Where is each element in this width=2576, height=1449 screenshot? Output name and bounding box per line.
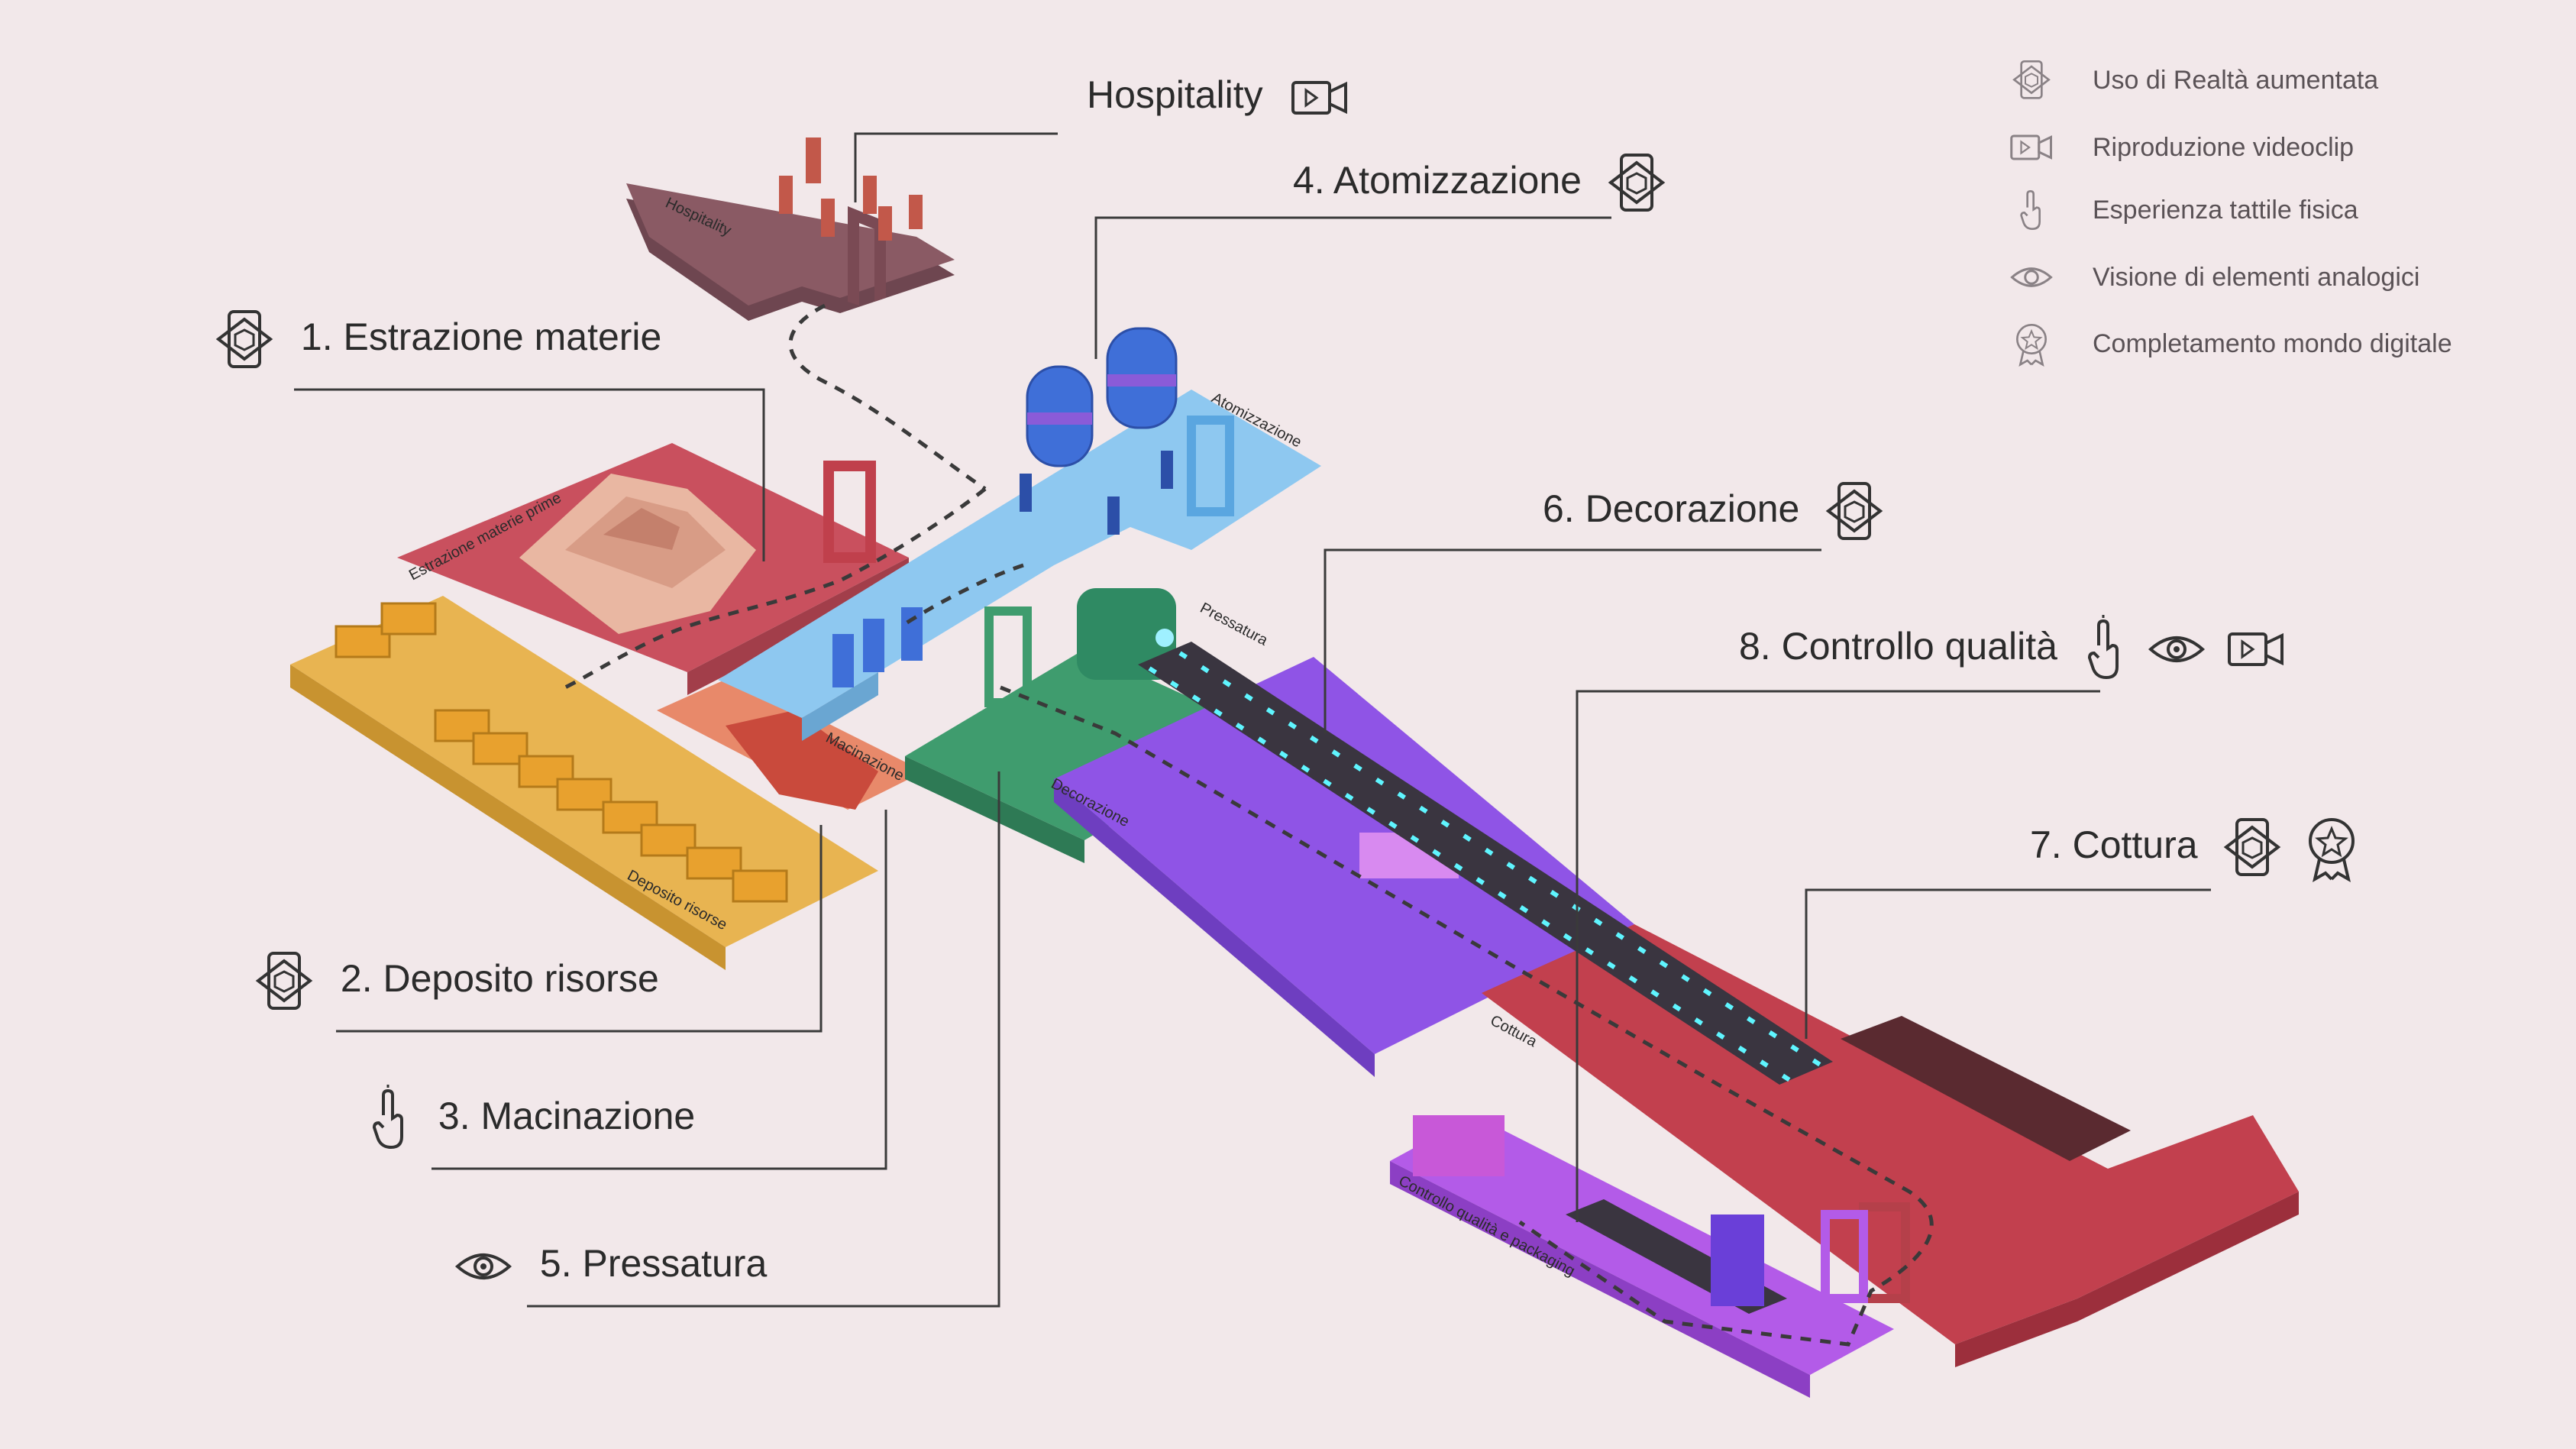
callout-pressatura: 5. Pressatura (453, 1241, 767, 1289)
hospitality-area (626, 137, 955, 321)
callout-deposito-label: 2. Deposito risorse (340, 957, 659, 1001)
ar-phone-icon (1608, 154, 1666, 212)
touch-icon (2020, 189, 2041, 231)
callout-decorazione-label: 6. Decorazione (1543, 487, 1800, 531)
legend-label: Esperienza tattile fisica (2093, 195, 2358, 225)
badge-icon (2016, 324, 2047, 367)
ar-phone-icon (2224, 818, 2281, 876)
ar-phone-icon (215, 310, 273, 368)
callout-decorazione: 6. Decorazione (1543, 477, 1885, 546)
ar-phone-icon (2012, 60, 2051, 99)
legend-item-eye: Visione di elementi analogici (2009, 254, 2419, 300)
callout-estrazione: 1. Estrazione materie (214, 306, 661, 374)
legend-label: Uso di Realtà aumentata (2093, 65, 2379, 95)
video-icon (2227, 632, 2283, 666)
leader-lines (294, 132, 2211, 1308)
touch-icon (372, 1085, 403, 1150)
visitor-path (564, 303, 1934, 1347)
ar-phone-icon (1825, 482, 1883, 540)
legend-item-ar: Uso di Realtà aumentata (2009, 57, 2378, 103)
callout-cottura: 7. Cottura (2030, 813, 2362, 883)
legend-label: Riproduzione videoclip (2093, 132, 2355, 162)
video-icon (2010, 134, 2052, 160)
callout-estrazione-label: 1. Estrazione materie (300, 315, 662, 359)
atomizzazione-area (718, 327, 1321, 741)
eye-icon (454, 1253, 512, 1279)
callout-cottura-label: 7. Cottura (2030, 823, 2198, 867)
callout-pressatura-label: 5. Pressatura (539, 1242, 768, 1285)
deposito-area (290, 596, 878, 970)
pressatura-area (905, 588, 1268, 863)
touch-icon (2087, 615, 2119, 680)
callout-atomizzazione: 4. Atomizzazione (1293, 149, 1667, 218)
legend-item-badge: Completamento mondo digitale (2009, 321, 2452, 367)
macinazione-area (657, 676, 924, 810)
callout-macinazione: 3. Macinazione (367, 1085, 695, 1153)
badge-icon (2309, 818, 2355, 883)
callout-macinazione-label: 3. Macinazione (438, 1095, 696, 1138)
callout-hospitality: Hospitality (1087, 73, 1350, 121)
video-icon (1291, 80, 1347, 115)
legend-item-touch: Esperienza tattile fisica (2009, 187, 2358, 233)
conveyor-belt (1138, 642, 1833, 1085)
callout-hospitality-label: Hospitality (1087, 73, 1263, 116)
estrazione-area (397, 443, 909, 695)
callout-controllo-label: 8. Controllo qualità (1739, 625, 2057, 668)
legend-label: Completamento mondo digitale (2093, 328, 2452, 358)
cottura-area (1482, 924, 2299, 1367)
legend-label: Visione di elementi analogici (2093, 262, 2420, 292)
callout-controllo: 8. Controllo qualità (1739, 615, 2287, 684)
eye-icon (2148, 636, 2205, 662)
floor-label-pressatura: Pressatura (1198, 600, 1271, 649)
controllo-area (1390, 1115, 1894, 1398)
eye-icon (2010, 267, 2053, 287)
ar-phone-icon (255, 952, 313, 1010)
callout-atomizzazione-label: 4. Atomizzazione (1293, 159, 1582, 202)
legend-item-video: Riproduzione videoclip (2009, 125, 2354, 170)
callout-deposito: 2. Deposito risorse (254, 947, 659, 1016)
